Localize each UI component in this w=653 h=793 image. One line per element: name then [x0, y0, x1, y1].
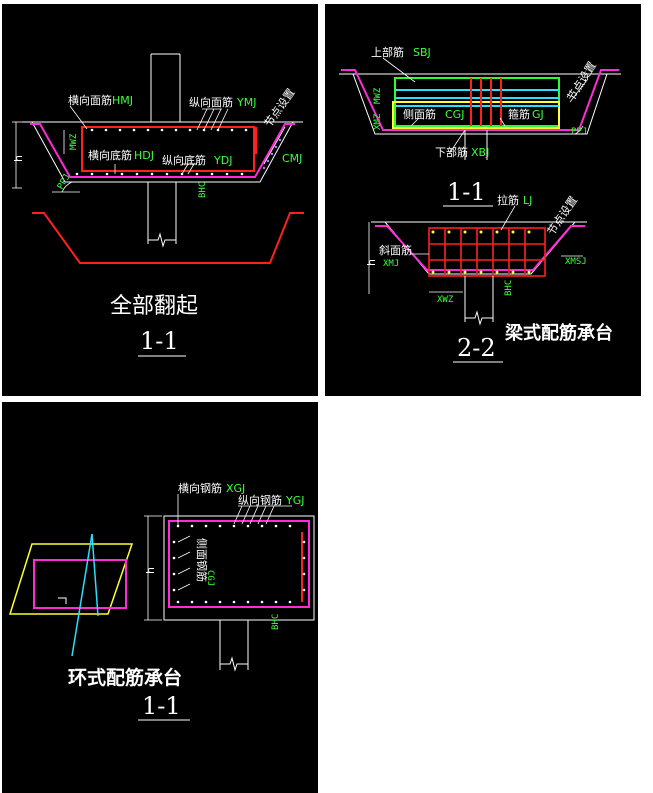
ring-section-rebar [168, 520, 310, 608]
label-heng-gang-code: XGJ [226, 482, 245, 495]
ring-leaders [177, 494, 292, 591]
beam-type-diagram: 上部筋 SBJ 节点设置 侧面筋 CGJ 箍筋 GJ 下部筋 XBJ PPJ M… [339, 45, 621, 363]
label-zong-di: 纵向底筋 [162, 153, 206, 167]
beam-outer-rebar [341, 69, 619, 131]
flipped-rebar-profile [32, 212, 304, 264]
label-heng-gang: 横向钢筋 [178, 481, 222, 495]
beam-leaders [382, 57, 588, 155]
label-heng-mian: 横向面筋 [68, 93, 112, 107]
slope-dots [262, 138, 282, 170]
label-xwz: XWZ [437, 295, 454, 305]
label-mwz-2: MWZ [373, 87, 383, 104]
label-ppj-2: PPJ [571, 127, 587, 137]
label-h-3: h [144, 567, 157, 574]
label-gu-jin-code: GJ [532, 108, 544, 121]
side-rebar-lines [395, 89, 559, 107]
section2-stirrup-grid [428, 227, 546, 277]
ring-cap-outline [163, 515, 315, 621]
label-cmj: CMJ [282, 152, 302, 165]
label-heng-mian-code: HMJ [112, 94, 133, 107]
label-bhc-2: BHC [504, 280, 514, 296]
bottom-rebar-box [392, 101, 560, 129]
label-xia-bu-code: XBJ [471, 146, 489, 159]
panel3-title: 环式配筋承台 [68, 666, 182, 689]
label-zong-mian-code: YMJ [236, 96, 256, 109]
panel1-title: 全部翻起 [110, 294, 198, 319]
panel3-section: 1-1 [142, 692, 181, 720]
label-la-jin: 拉筋 [497, 193, 519, 207]
label-ce-mian-3: 侧面钢筋 [195, 538, 209, 582]
ring-plane-yellow [8, 543, 134, 615]
cap-outline [22, 121, 303, 183]
outer-rebar [30, 123, 295, 178]
panel2-section2: 2-2 [457, 334, 496, 362]
label-ce-mian: 侧面筋 [403, 107, 436, 121]
full-flip-diagram: 横向面筋 HMJ 纵向面筋 YMJ 节点设置 横向底筋 HDJ 纵向底筋 YDJ… [12, 53, 304, 357]
label-ce-mian-code-3: CGJ [205, 570, 215, 586]
label-zong-di-code: YDJ [213, 154, 232, 167]
label-zong-mian: 纵向面筋 [189, 95, 233, 109]
label-xmz: XMZ [373, 113, 383, 130]
label-xie-mian: 斜面筋 [379, 243, 412, 257]
section2-outline [371, 221, 587, 275]
stirrup-verticals [470, 78, 502, 126]
ring-dots [172, 524, 306, 604]
label-la-jin-code: LJ [523, 194, 532, 207]
label-zong-gang: 纵向钢筋 [238, 493, 282, 507]
label-xmsj: XMSJ [565, 257, 587, 267]
label-heng-di: 横向底筋 [88, 148, 132, 162]
panel1-section: 1-1 [140, 327, 179, 355]
pile-break-mark [148, 232, 176, 248]
label-xie-mian-code: XMJ [383, 259, 399, 269]
panel2-section1: 1-1 [447, 178, 486, 206]
label-shang-bu-code: SBJ [413, 46, 431, 59]
ring-axis-cyan [71, 533, 93, 657]
beam-cap-outline [339, 73, 621, 135]
label-xia-bu: 下部筋 [435, 145, 468, 159]
label-jie-dian-2: 节点设置 [565, 59, 599, 103]
leader-lines [69, 105, 286, 175]
label-bhc: BHC [198, 182, 208, 198]
panel2-title: 梁式配筋承台 [504, 322, 613, 344]
top-rebar-box [81, 126, 255, 172]
label-heng-di-code: HDJ [134, 149, 154, 162]
label-h-2: h [365, 259, 378, 266]
label-ce-mian-code: CGJ [445, 108, 464, 121]
label-zong-gang-code: YGJ [285, 494, 305, 507]
label-bhc-3: BHC [271, 614, 281, 630]
panel-beam-type: 上部筋 SBJ 节点设置 侧面筋 CGJ 箍筋 GJ 下部筋 XBJ PPJ M… [325, 4, 641, 396]
ring-type-diagram: 横向钢筋 XGJ 纵向钢筋 YGJ 侧面钢筋 CGJ BHC h 环式配筋承台 … [8, 481, 315, 721]
section2-outer-rebar [375, 225, 585, 271]
label-h: h [12, 155, 25, 162]
panel-full-flip: 横向面筋 HMJ 纵向面筋 YMJ 节点设置 横向底筋 HDJ 纵向底筋 YDJ… [2, 4, 318, 396]
label-jie-dian-3: 节点设置 [545, 194, 580, 238]
rebar-dots [75, 128, 248, 176]
label-gu-jin: 箍筋 [508, 107, 530, 121]
section2-dots [431, 230, 531, 274]
label-shang-bu: 上部筋 [371, 45, 404, 59]
label-mwz: MWZ [69, 133, 79, 150]
panel-ring-type: 横向钢筋 XGJ 纵向钢筋 YGJ 侧面钢筋 CGJ BHC h 环式配筋承台 … [2, 402, 318, 793]
